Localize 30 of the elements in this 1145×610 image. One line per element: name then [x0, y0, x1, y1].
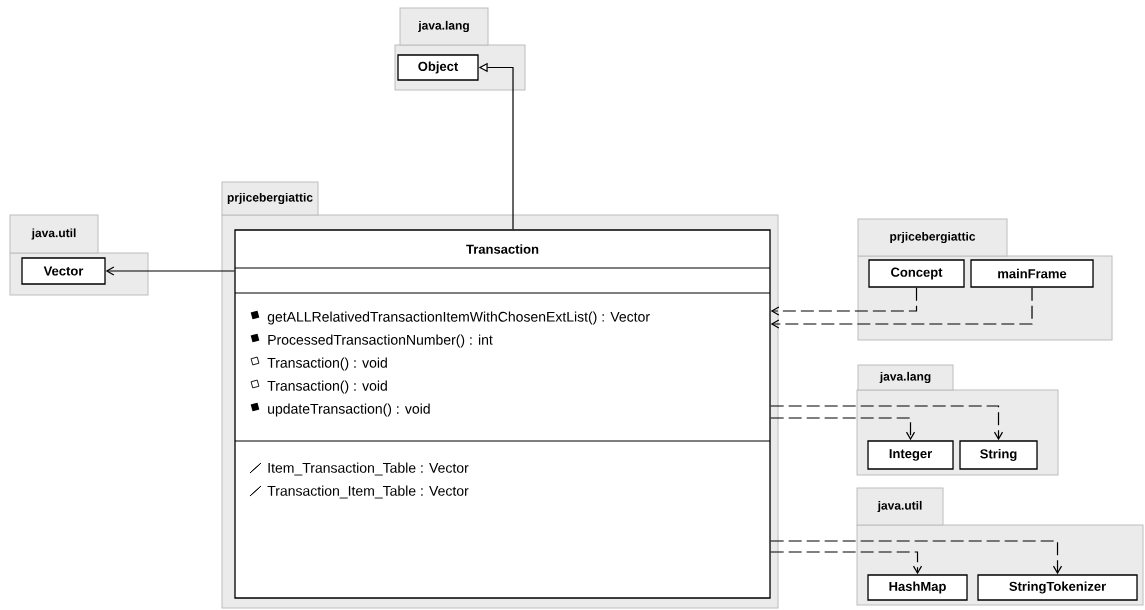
- node-label: java.lang: [418, 20, 469, 33]
- method-text: Transaction() : void: [267, 380, 387, 394]
- attribute-text: Transaction_Item_Table : Vector: [267, 485, 469, 499]
- dependency-arrow: [770, 551, 923, 575]
- dependency-arrow: [770, 287, 1033, 329]
- node-label: prjicebergiattic: [227, 192, 313, 205]
- method-text: getALLRelativedTransactionItemWithChosenExtList() : Vector: [267, 311, 650, 325]
- class-box: String: [959, 440, 1038, 470]
- class-box: HashMap: [867, 574, 968, 601]
- node-label: prjicebergiattic: [890, 231, 976, 244]
- method-text: Transaction() : void: [267, 357, 387, 371]
- class-box: Vector: [21, 257, 106, 285]
- class-box: [234, 229, 771, 599]
- class-box: Object: [397, 54, 479, 81]
- arrow: [105, 266, 235, 276]
- class-box: StringTokenizer: [977, 574, 1138, 601]
- method-text: updateTransaction() : void: [268, 403, 430, 417]
- class-box: Integer: [867, 440, 954, 470]
- method-text: ProcessedTransactionNumber() : int: [268, 334, 493, 348]
- node-label: java.util: [877, 500, 922, 513]
- dependency-arrow: [770, 405, 1004, 441]
- class-box: mainFrame: [970, 259, 1094, 288]
- attribute-text: Item_Transaction_Table : Vector: [268, 462, 469, 476]
- dependency-arrow: [770, 417, 916, 441]
- class-box: Concept: [868, 259, 965, 288]
- dependency-arrow: [770, 287, 918, 316]
- node-label: java.util: [31, 228, 76, 240]
- dependency-arrow: [770, 540, 1063, 575]
- node-label: java.lang: [879, 371, 931, 384]
- class-name: Transaction: [466, 244, 539, 254]
